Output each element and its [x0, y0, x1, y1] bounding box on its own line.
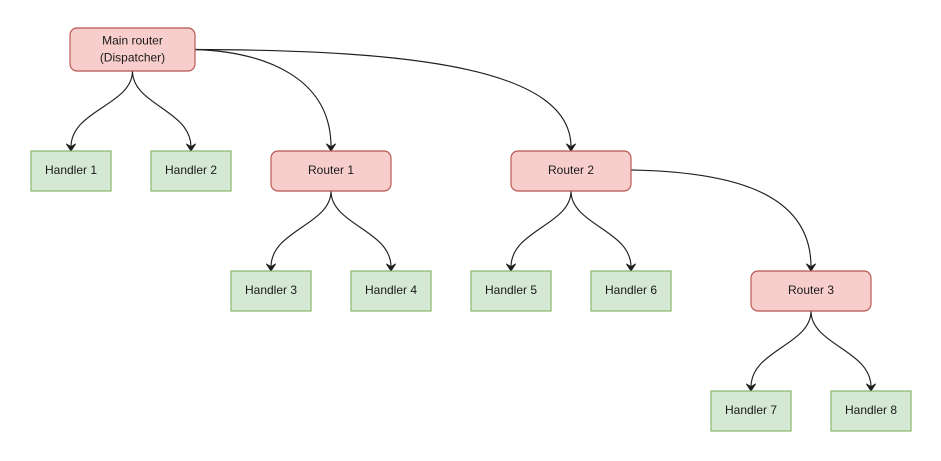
node-handler-4[interactable]: Handler 4: [350, 270, 432, 312]
edge-arrowhead-icon: [566, 143, 576, 152]
node-router-3[interactable]: Router 3: [750, 270, 872, 312]
node-handler-6[interactable]: Handler 6: [590, 270, 672, 312]
handler-box: [150, 150, 232, 192]
handler-box: [350, 270, 432, 312]
edge-line: [194, 48, 572, 148]
router-box: [510, 150, 632, 192]
node-handler-1[interactable]: Handler 1: [30, 150, 112, 192]
edge-arrowhead-icon: [266, 263, 276, 272]
node-handler-7[interactable]: Handler 7: [710, 390, 792, 432]
router-box: [69, 27, 196, 72]
edge-line: [194, 48, 332, 148]
edge-router-3-to-handler-8[interactable]: [810, 310, 876, 392]
handler-box: [30, 150, 112, 192]
node-main-router[interactable]: Main router(Dispatcher): [69, 27, 196, 72]
router-box: [270, 150, 392, 192]
node-handler-3[interactable]: Handler 3: [230, 270, 312, 312]
edge-line: [510, 190, 572, 268]
edge-router-2-to-handler-6[interactable]: [570, 190, 636, 272]
handler-box: [710, 390, 792, 432]
edge-router-1-to-handler-3[interactable]: [266, 190, 332, 272]
edge-main-to-router-2[interactable]: [194, 48, 576, 152]
edge-line: [70, 70, 134, 148]
handler-box: [470, 270, 552, 312]
nodes-layer: Main router(Dispatcher) Handler 1 Handler …: [30, 27, 912, 432]
edge-arrowhead-icon: [326, 143, 336, 152]
edge-arrowhead-icon: [506, 263, 516, 272]
edge-arrowhead-icon: [626, 263, 636, 272]
handler-box: [830, 390, 912, 432]
edge-router-2-to-router-3[interactable]: [630, 169, 816, 272]
edge-arrowhead-icon: [866, 383, 876, 392]
edge-line: [570, 190, 632, 268]
edges-layer: [66, 48, 876, 392]
edge-arrowhead-icon: [186, 143, 196, 152]
edge-arrowhead-icon: [66, 143, 76, 152]
edge-line: [750, 310, 812, 388]
node-handler-2[interactable]: Handler 2: [150, 150, 232, 192]
node-router-2[interactable]: Router 2: [510, 150, 632, 192]
edge-main-to-handler-2[interactable]: [131, 70, 196, 152]
edge-main-to-router-1[interactable]: [194, 48, 336, 152]
edge-line: [630, 169, 812, 268]
edge-router-2-to-handler-5[interactable]: [506, 190, 572, 272]
handler-box: [230, 270, 312, 312]
edge-arrowhead-icon: [806, 263, 816, 272]
edge-arrowhead-icon: [746, 383, 756, 392]
edge-router-3-to-handler-7[interactable]: [746, 310, 812, 392]
node-handler-8[interactable]: Handler 8: [830, 390, 912, 432]
handler-box: [590, 270, 672, 312]
edge-router-1-to-handler-4[interactable]: [330, 190, 396, 272]
node-router-1[interactable]: Router 1: [270, 150, 392, 192]
edge-line: [270, 190, 332, 268]
node-handler-5[interactable]: Handler 5: [470, 270, 552, 312]
router-box: [750, 270, 872, 312]
edge-main-to-handler-1[interactable]: [66, 70, 134, 152]
edge-line: [810, 310, 872, 388]
edge-line: [131, 70, 192, 148]
edge-line: [330, 190, 392, 268]
edge-arrowhead-icon: [386, 263, 396, 272]
